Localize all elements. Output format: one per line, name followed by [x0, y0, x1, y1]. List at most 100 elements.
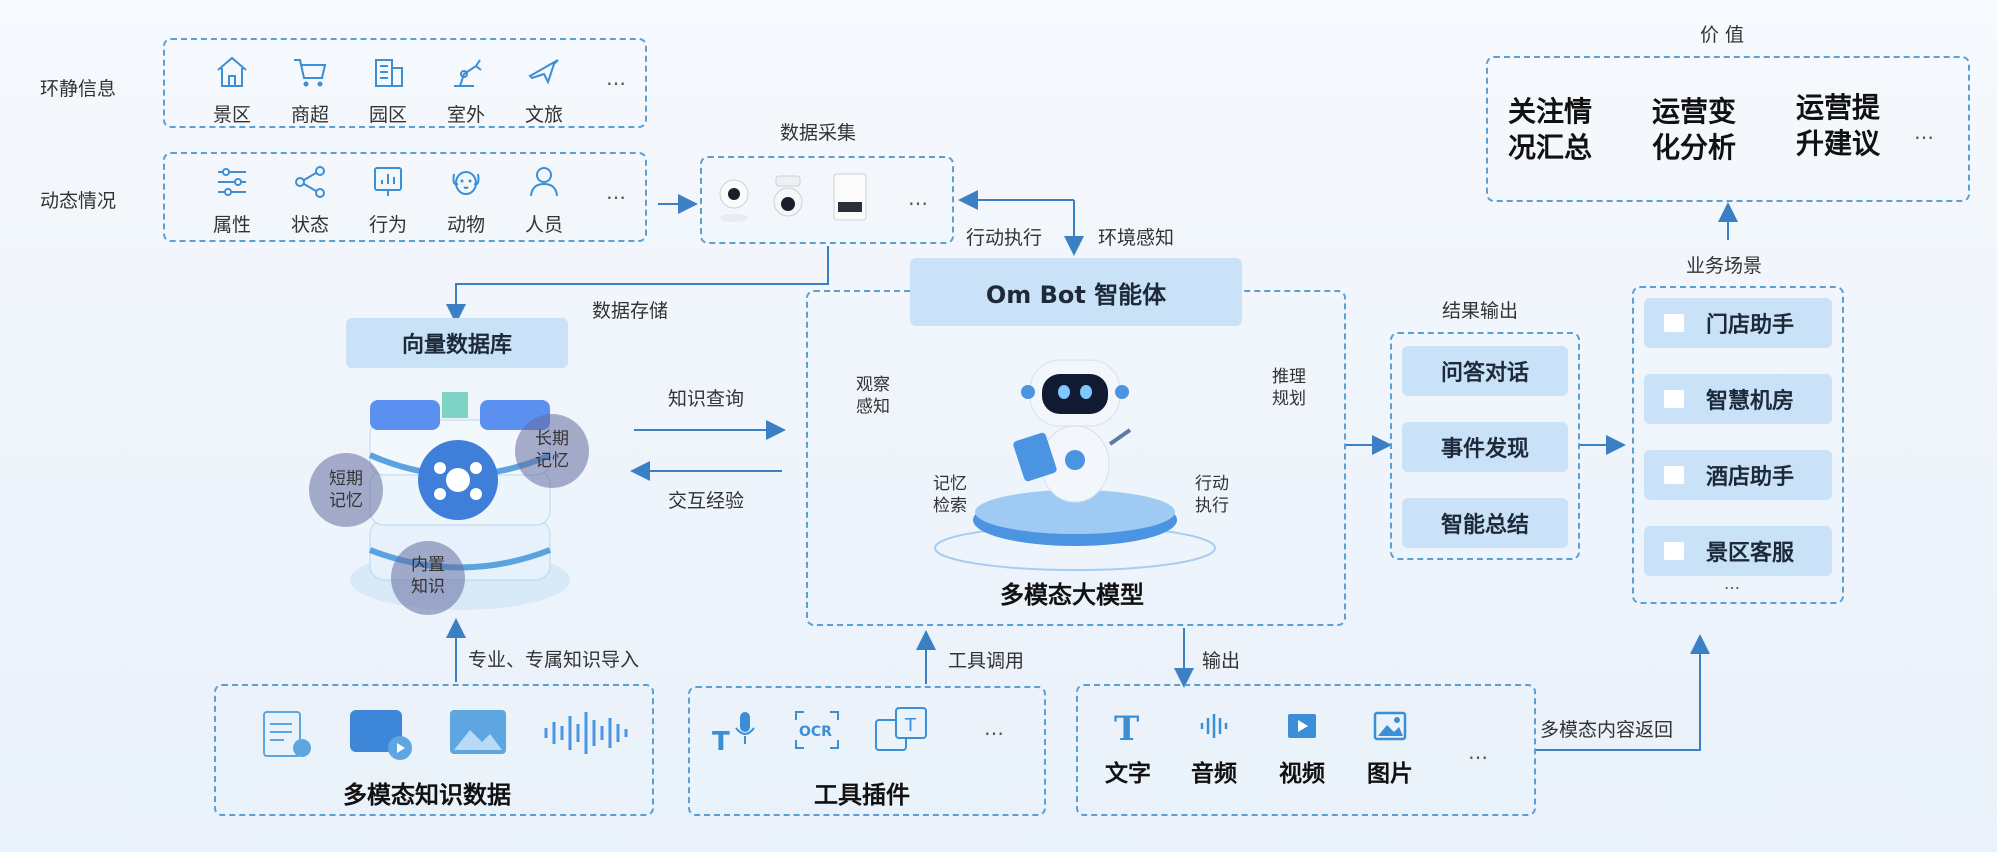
text-to-speech-icon: T: [712, 712, 755, 754]
collection-more: …: [908, 186, 930, 210]
knowledge-import-label: 专业、专属知识导入: [468, 649, 640, 671]
behavior-item: 行为: [356, 162, 420, 237]
mall-item: 商超: [278, 52, 342, 127]
value-suggestion: 运营提升建议: [1795, 91, 1880, 160]
audio-output: 音频: [1182, 706, 1246, 788]
scenes-box: [1632, 286, 1844, 604]
park-item: 园区: [356, 52, 420, 127]
text-output: T 文字: [1096, 706, 1160, 788]
reason-label: 推理规划: [1272, 367, 1306, 409]
robot-icon: [934, 359, 1216, 571]
animal-item: 动物: [434, 162, 498, 237]
value-title: 价 值: [1700, 24, 1745, 46]
value-box: [1486, 56, 1970, 202]
house-icon: [1664, 542, 1684, 560]
robot-arm-icon: [454, 59, 482, 87]
results-box: [1390, 332, 1580, 560]
result-qa: 问答对话: [1402, 346, 1568, 396]
camera-icon: [719, 179, 749, 222]
tools-title: 工具插件: [814, 781, 910, 809]
audio-icon: [1200, 714, 1228, 738]
presentation-icon: [374, 167, 402, 196]
knowledge-title: 多模态知识数据: [343, 781, 511, 809]
knowledge-box: [214, 684, 654, 816]
audio-wave-icon: [544, 712, 628, 754]
dynamic-info-label: 动态情况: [40, 190, 117, 212]
output-label: 输出: [1202, 650, 1241, 672]
server-icon: [1664, 390, 1684, 408]
video-play-icon: [1288, 714, 1316, 738]
airplane-icon: [528, 59, 559, 85]
document-icon: [263, 711, 311, 757]
agent-title: Om Bot 智能体: [910, 258, 1242, 326]
share-icon: [295, 166, 325, 198]
store-icon: [1664, 314, 1684, 332]
env-perception-label: 环境感知: [1098, 227, 1175, 249]
state-item: 状态: [278, 162, 342, 237]
results-title: 结果输出: [1442, 300, 1519, 322]
device-icon: [833, 173, 867, 221]
scene-datacenter: 智慧机房: [1644, 374, 1832, 424]
memory-label: 记忆检索: [933, 474, 967, 516]
data-collection-title: 数据采集: [780, 122, 857, 144]
picture-icon: [1373, 711, 1407, 741]
knowledge-query-label: 知识查询: [668, 388, 745, 410]
data-storage-label: 数据存储: [592, 300, 669, 322]
long-memory-label: 长期记忆: [535, 429, 569, 471]
video-output: 视频: [1270, 706, 1334, 788]
vector-db-title: 向量数据库: [346, 318, 568, 368]
person-icon: [530, 167, 558, 197]
builtin-knowledge-label: 内置知识: [411, 555, 445, 597]
scene-scenic: 景区客服: [1644, 526, 1832, 576]
outdoor-item: 室外: [434, 52, 498, 127]
office-icon: [375, 59, 403, 87]
value-more: …: [1914, 120, 1936, 144]
builtin-knowledge-bubble: [391, 541, 465, 615]
act-label: 行动执行: [1195, 474, 1229, 516]
action-exec-label: 行动执行: [966, 227, 1043, 249]
dynamic-more: …: [606, 180, 628, 204]
translate-icon: T: [875, 707, 927, 751]
dog-icon: [452, 171, 480, 195]
scenes-title: 业务场景: [1686, 255, 1763, 277]
vector-db-illustration: [350, 392, 570, 610]
multimodal-return-label: 多模态内容返回: [1540, 719, 1674, 741]
scenes-more: …: [1724, 574, 1742, 593]
static-more: …: [606, 66, 628, 90]
value-summary: 关注情况汇总: [1507, 95, 1592, 164]
dynamic-info-box: [163, 152, 647, 242]
data-collection-box: [700, 156, 954, 244]
travel-item: 文旅: [512, 52, 576, 127]
value-analysis: 运营变化分析: [1651, 95, 1736, 164]
svg-text:T: T: [1114, 709, 1139, 746]
result-summary: 智能总结: [1402, 498, 1568, 548]
svg-text:T: T: [904, 715, 917, 736]
text-icon: T: [1114, 709, 1139, 746]
sliders-icon: [218, 168, 246, 196]
scenic-item: 景区: [200, 52, 264, 127]
short-memory-label: 短期记忆: [329, 469, 363, 511]
short-memory-bubble: [309, 453, 383, 527]
scene-store: 门店助手: [1644, 298, 1832, 348]
attribute-item: 属性: [200, 162, 264, 237]
image-icon: [450, 710, 506, 754]
interaction-exp-label: 交互经验: [668, 490, 745, 512]
tool-call-label: 工具调用: [948, 650, 1025, 672]
scene-hotel: 酒店助手: [1644, 450, 1832, 500]
outputs-more: …: [1468, 740, 1490, 764]
image-output: 图片: [1358, 706, 1422, 788]
tools-more: …: [984, 716, 1006, 740]
ocr-icon: OCR: [795, 711, 839, 749]
svg-text:OCR: OCR: [799, 724, 832, 740]
model-title: 多模态大模型: [1000, 581, 1144, 609]
cart-icon: [294, 59, 327, 87]
building-icon: [217, 56, 247, 87]
result-event: 事件发现: [1402, 422, 1568, 472]
video-icon: [350, 710, 412, 760]
svg-text:T: T: [712, 727, 730, 754]
dome-camera-icon: [773, 175, 803, 217]
static-info-box: [163, 38, 647, 128]
observe-label: 观察感知: [856, 375, 890, 417]
hotel-icon: [1664, 466, 1684, 484]
long-memory-bubble: [515, 414, 589, 488]
